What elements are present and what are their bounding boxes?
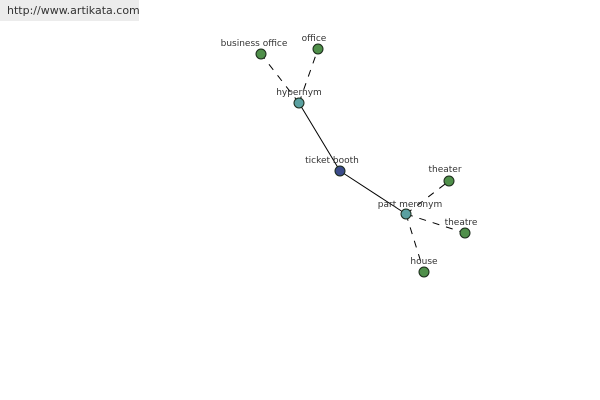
node-part-meronym[interactable] bbox=[400, 208, 412, 220]
node-theatre[interactable] bbox=[459, 227, 471, 239]
label-office[interactable]: office bbox=[302, 34, 327, 44]
node-business-office[interactable] bbox=[255, 48, 267, 60]
node-hypernym[interactable] bbox=[293, 97, 305, 109]
label-business-office[interactable]: business office bbox=[221, 39, 288, 49]
label-hypernym[interactable]: hypernym bbox=[276, 88, 322, 98]
node-house[interactable] bbox=[418, 266, 430, 278]
label-part-meronym[interactable]: part meronym bbox=[378, 200, 442, 210]
label-house[interactable]: house bbox=[410, 257, 438, 267]
edge-part-meronym-house bbox=[405, 213, 425, 273]
label-theater[interactable]: theater bbox=[428, 165, 461, 175]
node-office[interactable] bbox=[312, 43, 324, 55]
edge-hypernym-office bbox=[298, 48, 319, 104]
edge-part-meronym-theater bbox=[405, 180, 450, 215]
edge-hypernym-business-office bbox=[260, 53, 300, 104]
node-ticket-booth[interactable] bbox=[334, 165, 346, 177]
node-theater[interactable] bbox=[443, 175, 455, 187]
graph-labels: ticket booth hypernym part meronym busin… bbox=[221, 34, 478, 267]
graph-edges bbox=[260, 48, 466, 273]
label-theatre[interactable]: theatre bbox=[445, 218, 478, 228]
graph-nodes bbox=[255, 43, 471, 278]
edge-center-part-meronym bbox=[339, 170, 407, 215]
label-ticket-booth[interactable]: ticket booth bbox=[305, 156, 359, 166]
source-url-link[interactable]: http://www.artikata.com bbox=[0, 0, 140, 21]
edge-part-meronym-theatre bbox=[405, 213, 466, 234]
edge-center-hypernym bbox=[298, 102, 341, 172]
